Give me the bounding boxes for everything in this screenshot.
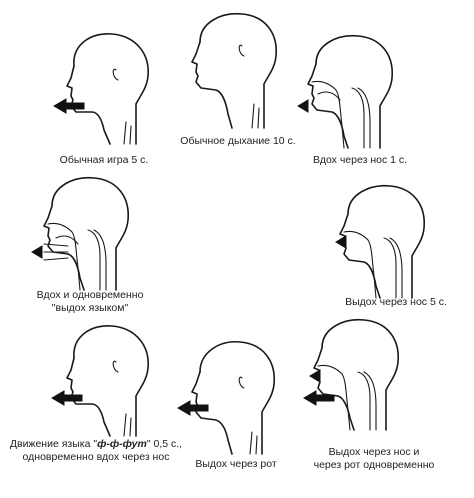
figure-tongue-movement — [40, 318, 160, 438]
caption-exhale-nose: Выдох через нос 5 с. — [336, 296, 456, 309]
figure-exhale-nose-mouth — [300, 312, 420, 432]
caption-line: Вдох и одновременно — [36, 289, 144, 301]
caption-line: Обычное дыхание 10 с. — [180, 135, 296, 147]
figure-exhale-mouth — [170, 336, 290, 456]
exhale-arrow-icon — [51, 390, 83, 406]
figure-exhale-nose — [328, 180, 448, 300]
inhale-nose-arrow-icon — [297, 99, 309, 113]
caption-line: через рот одновременно — [313, 459, 435, 471]
caption-inhale-nose: Вдох через нос 1 с. — [300, 154, 420, 167]
head-profile-illustration — [191, 12, 277, 129]
figure-normal-breathing — [178, 10, 298, 130]
caption-line: "выдох языком" — [51, 302, 129, 314]
caption-line: Движение языка "ф-ф-фут" 0,5 с., — [6, 438, 186, 451]
exhale-arrow-icon — [53, 98, 85, 114]
caption-inhale-tongue-exhale: Вдох и одновременно "выдох языком" — [20, 289, 160, 315]
caption-line: Выдох через нос и — [328, 446, 420, 458]
caption-exhale-nose-mouth: Выдох через нос и через рот одновременно — [304, 446, 444, 472]
figure-normal-play — [40, 26, 160, 146]
caption-line: Выдох через рот — [195, 458, 277, 470]
caption-normal-play: Обычная игра 5 с. — [40, 154, 168, 167]
head-cross-section-illustration — [307, 34, 393, 149]
figure-inhale-tongue-exhale — [31, 172, 152, 292]
caption-text: Движение языка " — [9, 438, 98, 450]
head-cross-section-illustration — [43, 176, 129, 291]
exhale-mouth-arrow-icon — [177, 400, 209, 416]
caption-line: Обычная игра 5 с. — [59, 154, 149, 166]
caption-emphasis: ф-ф-фут — [97, 438, 147, 450]
exhale-nose-mouth-arrows-icon — [303, 369, 335, 406]
caption-tongue-movement: Движение языка "ф-ф-фут" 0,5 с., одновре… — [6, 438, 186, 464]
head-profile-illustration — [66, 325, 149, 437]
caption-exhale-mouth: Выдох через рот — [186, 458, 286, 471]
tongue-exhale-arrows-icon — [31, 243, 69, 261]
caption-normal-breathing: Обычное дыхание 10 с. — [168, 135, 308, 148]
head-profile-illustration — [191, 341, 275, 455]
caption-text: " 0,5 с., — [146, 438, 183, 450]
head-profile-illustration — [66, 33, 149, 145]
caption-line: Выдох через нос 5 с. — [345, 296, 447, 308]
figure-inhale-nose — [296, 30, 416, 150]
caption-line: Вдох через нос 1 с. — [312, 154, 408, 166]
caption-line: одновременно вдох через нос — [22, 451, 170, 463]
exhale-nose-arrow-icon — [335, 235, 347, 249]
